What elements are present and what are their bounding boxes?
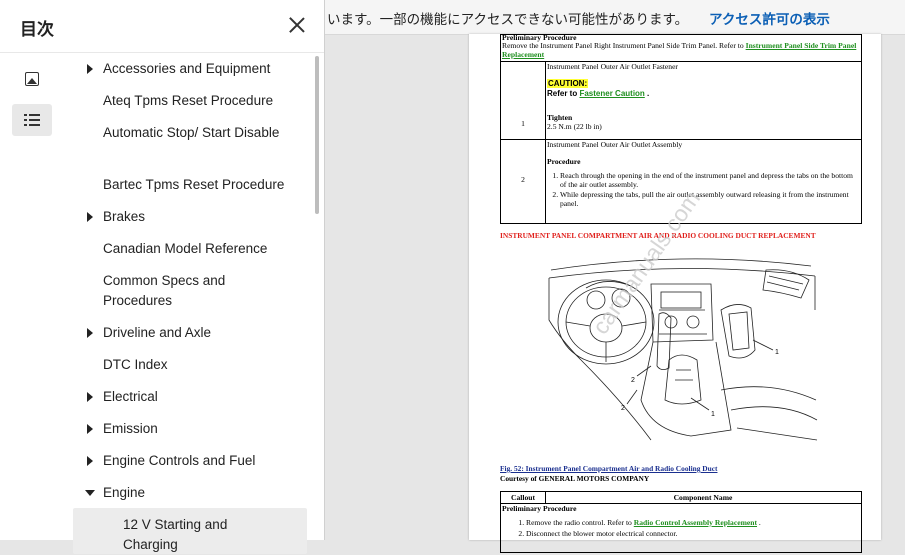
caret-right-icon[interactable] bbox=[87, 64, 93, 74]
toc-item-bartec[interactable]: Bartec Tpms Reset Procedure bbox=[73, 175, 307, 195]
caret-right-icon[interactable] bbox=[87, 456, 93, 466]
toc-item-ateq[interactable]: Ateq Tpms Reset Procedure bbox=[73, 91, 307, 111]
toc-item-label: Engine Controls and Fuel bbox=[103, 453, 256, 468]
preliminary-heading: Preliminary Procedure bbox=[502, 33, 577, 42]
caution-label: CAUTION: bbox=[547, 79, 589, 88]
list-icon bbox=[24, 113, 40, 127]
toc-item-auto-stop[interactable]: Automatic Stop/ Start Disable bbox=[73, 123, 307, 163]
preliminary-step: Remove the radio control. Refer to Radio… bbox=[526, 518, 857, 528]
toc-item-label: Automatic Stop/ Start Disable bbox=[103, 125, 280, 140]
callout-label: 1 bbox=[711, 411, 715, 418]
caret-down-icon[interactable] bbox=[85, 490, 95, 496]
toc-item-label: Emission bbox=[103, 421, 158, 436]
column-header-callout: Callout bbox=[510, 493, 536, 502]
toc-scrollbar[interactable] bbox=[315, 56, 319, 214]
toc-item-brakes[interactable]: Brakes bbox=[73, 207, 307, 227]
procedure-steps: Reach through the opening in the end of … bbox=[547, 171, 859, 208]
callout-cell: 2 bbox=[521, 175, 525, 184]
toc-pane: 目次 Accessories and Equipment Ateq Tpms R… bbox=[0, 0, 325, 554]
document-page: Preliminary Procedure Remove the Instrum… bbox=[469, 33, 881, 553]
component-table-1: Preliminary Procedure Remove the Instrum… bbox=[500, 33, 862, 224]
fastener-caution-link[interactable]: Fastener Caution bbox=[579, 89, 645, 98]
toc-item-label: Engine bbox=[103, 485, 146, 500]
toc-item-label: Brakes bbox=[103, 209, 146, 224]
toc-rail bbox=[0, 52, 60, 540]
caution-refer: Refer to bbox=[547, 89, 578, 98]
row-divider bbox=[501, 61, 861, 62]
procedure-label: Procedure bbox=[547, 157, 581, 166]
outline-button[interactable] bbox=[12, 104, 52, 136]
courtesy-text: Courtesy of GENERAL MOTORS COMPANY bbox=[500, 474, 650, 483]
caret-right-icon[interactable] bbox=[87, 328, 93, 338]
close-icon[interactable] bbox=[286, 14, 308, 36]
permission-notice-bar: います。一部の機能にアクセスできない可能性があります。 アクセス許可の表示 bbox=[325, 0, 905, 35]
side-trim-panel-link[interactable]: Instrument Panel Side Trim Panel Replace… bbox=[502, 41, 857, 59]
procedure-step: While depressing the tabs, pull the air … bbox=[560, 190, 859, 208]
toc-item-accessories[interactable]: Accessories and Equipment bbox=[73, 59, 307, 79]
caret-right-icon[interactable] bbox=[87, 424, 93, 434]
notice-text: います。一部の機能にアクセスできない可能性があります。 bbox=[327, 12, 689, 28]
component-cell: Instrument Panel Outer Air Outlet Assemb… bbox=[547, 140, 859, 209]
toc-list: Accessories and Equipment Ateq Tpms Rese… bbox=[60, 52, 324, 554]
toc-item-electrical[interactable]: Electrical bbox=[73, 387, 307, 407]
toc-item-label: DTC Index bbox=[103, 357, 168, 372]
component-cell: Instrument Panel Outer Air Outlet Fasten… bbox=[547, 62, 857, 131]
tighten-label: Tighten bbox=[547, 113, 573, 122]
component-table-2: Callout Component Name Preliminary Proce… bbox=[500, 491, 862, 553]
toc-item-label: 12 V Starting and Charging bbox=[123, 517, 228, 552]
toc-item-12v-starting[interactable]: 12 V Starting and Charging bbox=[73, 508, 307, 554]
toc-header: 目次 bbox=[0, 0, 324, 53]
section-title: INSTRUMENT PANEL COMPARTMENT AIR AND RAD… bbox=[500, 231, 816, 240]
toc-item-label: Accessories and Equipment bbox=[103, 61, 271, 76]
preliminary-text: Remove the Instrument Panel Right Instru… bbox=[502, 41, 744, 51]
toc-item-label: Common Specs and Procedures bbox=[103, 273, 226, 308]
toc-title: 目次 bbox=[20, 20, 54, 40]
toc-item-label: Electrical bbox=[103, 389, 158, 404]
row-divider bbox=[501, 139, 861, 140]
toc-item-engine-controls[interactable]: Engine Controls and Fuel bbox=[73, 451, 307, 471]
figure-caption-link[interactable]: Fig. 52: Instrument Panel Compartment Ai… bbox=[500, 464, 718, 473]
toc-item-label: Bartec Tpms Reset Procedure bbox=[103, 177, 285, 192]
preliminary-cell: Preliminary Procedure Remove the radio c… bbox=[502, 504, 857, 540]
component-name: Instrument Panel Outer Air Outlet Fasten… bbox=[547, 62, 678, 71]
view-permissions-link[interactable]: アクセス許可の表示 bbox=[709, 12, 830, 28]
toc-item-common-specs[interactable]: Common Specs and Procedures bbox=[73, 271, 307, 311]
column-divider bbox=[545, 492, 546, 503]
toc-item-canadian[interactable]: Canadian Model Reference bbox=[73, 239, 307, 259]
caret-right-icon[interactable] bbox=[87, 392, 93, 402]
radio-control-link[interactable]: Radio Control Assembly Replacement bbox=[633, 518, 758, 527]
preliminary-heading: Preliminary Procedure bbox=[502, 504, 577, 513]
toc-item-dtc-index[interactable]: DTC Index bbox=[73, 355, 307, 375]
step-text: Remove the radio control. Refer to bbox=[526, 518, 632, 527]
callout-label: 1 bbox=[775, 349, 779, 356]
column-header-component: Component Name bbox=[673, 493, 733, 502]
preliminary-step: Disconnect the blower motor electrical c… bbox=[526, 529, 857, 539]
toc-item-emission[interactable]: Emission bbox=[73, 419, 307, 439]
dashboard-illustration: 1 1 2 2 bbox=[548, 258, 818, 441]
procedure-step: Reach through the opening in the end of … bbox=[560, 171, 859, 189]
column-divider bbox=[545, 61, 546, 223]
preliminary-cell: Preliminary Procedure Remove the Instrum… bbox=[502, 33, 857, 59]
toc-item-driveline[interactable]: Driveline and Axle bbox=[73, 323, 307, 343]
callout-cell: 1 bbox=[521, 119, 525, 128]
toc-item-label: Ateq Tpms Reset Procedure bbox=[103, 93, 274, 108]
preliminary-steps: Remove the radio control. Refer to Radio… bbox=[502, 518, 857, 539]
thumbnails-button[interactable] bbox=[12, 64, 52, 96]
toc-item-label: Driveline and Axle bbox=[103, 325, 212, 340]
callout-label: 2 bbox=[631, 377, 635, 384]
caret-right-icon[interactable] bbox=[87, 212, 93, 222]
image-icon bbox=[25, 72, 39, 86]
toc-item-engine[interactable]: Engine bbox=[73, 483, 307, 503]
callout-label: 2 bbox=[621, 405, 625, 412]
toc-item-label: Canadian Model Reference bbox=[103, 241, 268, 256]
tighten-value: 2.5 N.m (22 lb in) bbox=[547, 122, 602, 131]
row-divider bbox=[501, 503, 861, 504]
component-name: Instrument Panel Outer Air Outlet Assemb… bbox=[547, 140, 683, 149]
